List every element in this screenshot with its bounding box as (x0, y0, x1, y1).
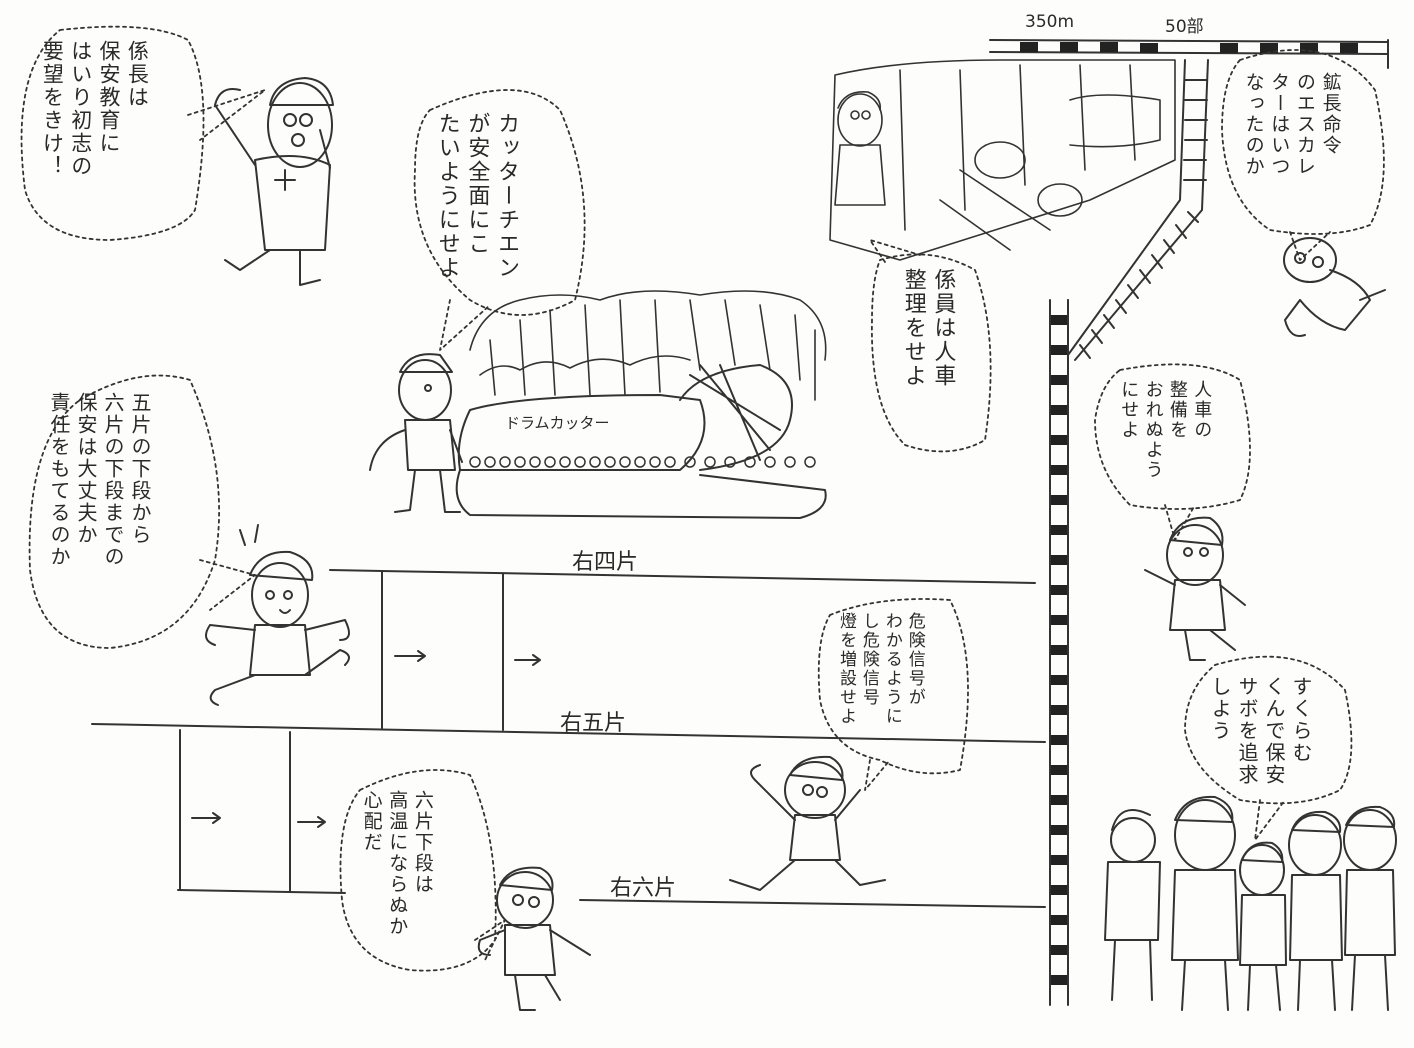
drum-cutter-machine (455, 364, 827, 519)
migi-gohen-label: 右五片 (560, 711, 627, 736)
bubble-sabo: すくらむ くんで保安 サボを追求 しよう (1208, 676, 1313, 786)
bubble-kakaricho-kyoiku: 係長は 保安教育に はいり初志の 要望をきけ！ (40, 40, 150, 178)
incline-ladder (1067, 59, 1209, 361)
top-rail (989, 39, 1389, 69)
miner-figure-bottom (477, 866, 591, 1011)
miner-figure-topleft (214, 77, 334, 286)
drum-cutter-label: ドラムカッター (505, 414, 610, 432)
bubble-rokuhen-kaidan: 六片下段は 高温にならぬか 心配だ (360, 790, 434, 937)
migi-yonhen-label: 右四片 (572, 550, 639, 575)
bubble-kocho-escalator: 鉱長命令 のエスカレ ターはいつ なったのか (1242, 72, 1342, 177)
miner-group (1104, 795, 1397, 1011)
bubble-outline-kiken (817, 598, 969, 791)
bubble-kiken-shingo: 危険信号が わかるように し危険信号 燈を増設せよ (835, 612, 925, 726)
bubble-outline-kocho (1221, 49, 1385, 261)
miner-figure-jumping (205, 524, 350, 706)
bubble-outline-kakaricho (20, 25, 266, 241)
miner-figure-cutter (369, 353, 463, 513)
bubble-outline-sabo (1184, 655, 1353, 841)
migi-rokuhen-label: 右六片 (610, 876, 677, 901)
miner-figure-running (729, 755, 886, 891)
miner-figure-falling (1283, 237, 1386, 337)
bubble-jinsha-seibi: 人車の 整備を おれぬよう にせよ (1118, 380, 1213, 480)
main-shaft (1049, 299, 1069, 1006)
mine-cage-scene (829, 59, 1176, 261)
coal-face-supports (469, 290, 827, 401)
depth-label: 350m (1025, 12, 1075, 32)
bubble-gohen-safety: 五片の下段から 六片の下段までの 保安は大丈夫か 責任をもてるのか (47, 392, 152, 568)
bubble-jinsha-seiri: 係員は人車 整理をせよ (900, 268, 956, 388)
miner-figure-right (1144, 516, 1246, 661)
level-label: 50部 (1165, 17, 1204, 37)
bubble-cutter-chain: カッターチエン が安全面にこ たいようにせよ (434, 112, 520, 280)
mine-map (91, 569, 1046, 908)
